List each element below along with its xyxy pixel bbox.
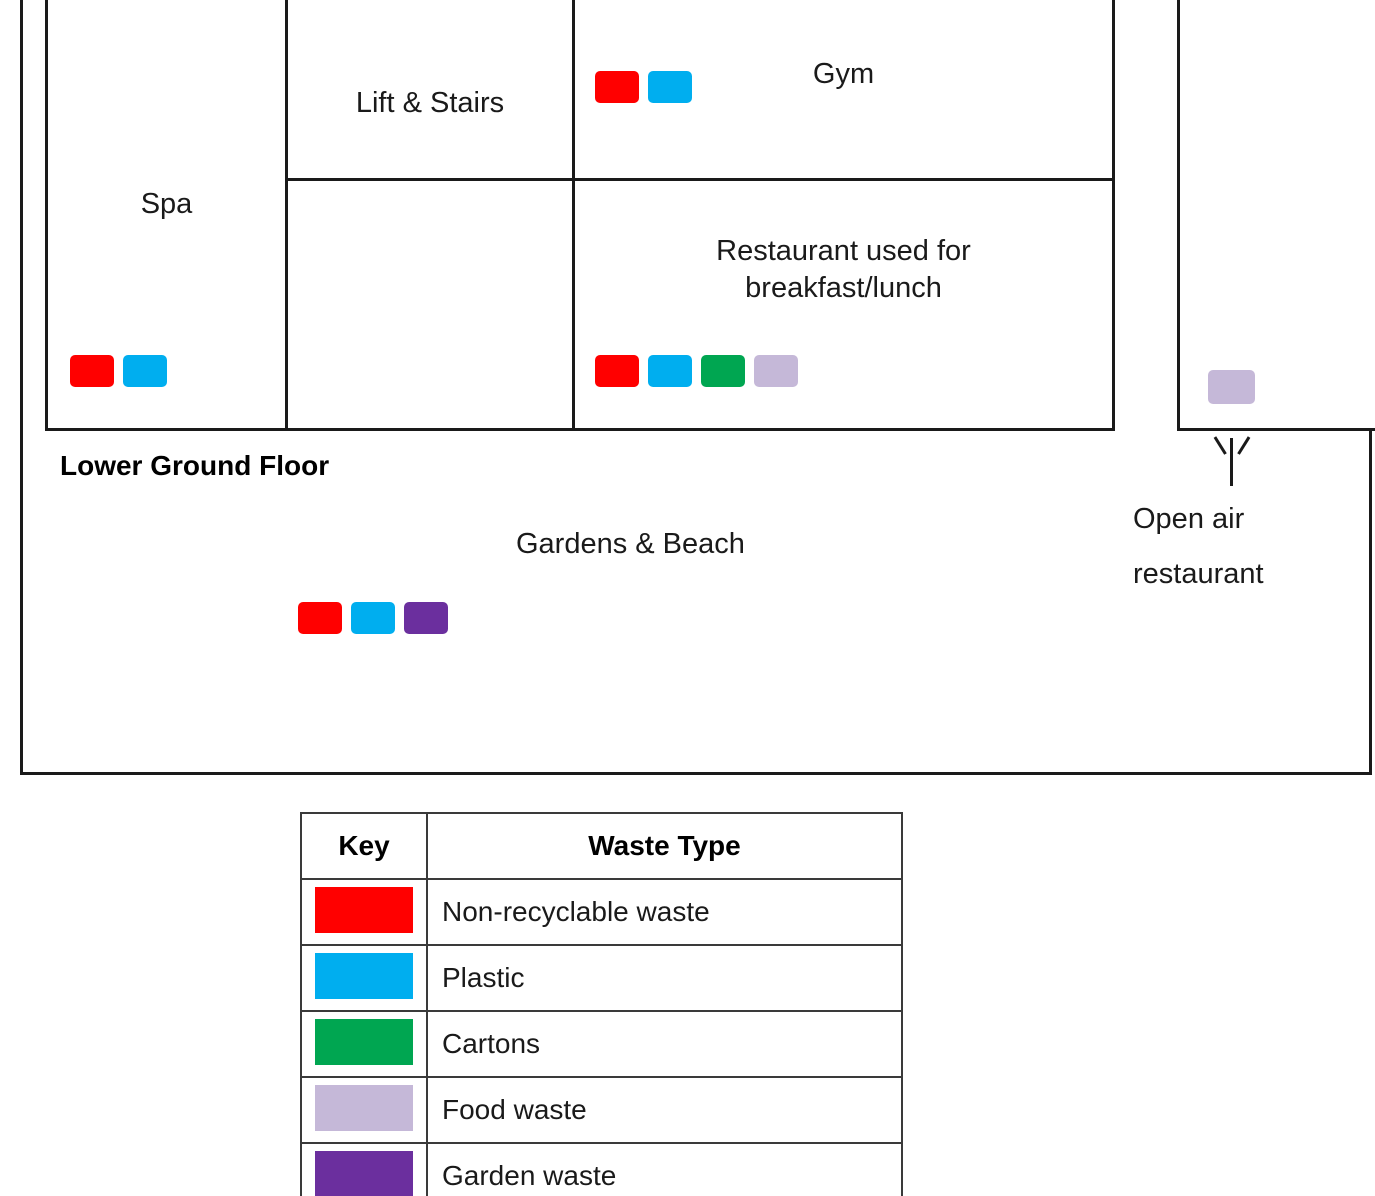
column-header-key: Key	[300, 812, 428, 880]
bin-garden	[404, 602, 448, 634]
indoor-rooms-block: Spa Lift & Stairs Gym Restaurant used fo…	[45, 0, 1115, 431]
floor-title: Lower Ground Floor	[60, 450, 330, 481]
room-unlabelled[interactable]	[288, 181, 575, 428]
room-spa-label: Spa	[140, 188, 193, 220]
room-gym-bins	[595, 71, 692, 103]
gardens-and-beach-bins	[298, 602, 448, 634]
key-swatch-cell	[300, 1142, 428, 1196]
bin-plastic	[351, 602, 395, 634]
room-open-air-restaurant[interactable]	[1177, 0, 1375, 431]
room-spa[interactable]: Spa	[48, 0, 288, 428]
waste-type-cell: Plastic	[426, 944, 903, 1012]
bin-food	[754, 355, 798, 387]
open-air-restaurant-callout-label: Open air restaurant	[1133, 503, 1264, 591]
key-swatch	[315, 1084, 413, 1131]
room-spa-bins	[70, 355, 167, 387]
gardens-and-beach-label: Gardens & Beach	[516, 528, 745, 560]
table-row: Plastic	[300, 944, 903, 1012]
waste-type-cell: Cartons	[426, 1010, 903, 1078]
key-swatch-cell	[300, 878, 428, 946]
waste-type-cell: Non-recyclable waste	[426, 878, 903, 946]
bin-plastic	[648, 355, 692, 387]
table-row: Food waste	[300, 1076, 903, 1144]
table-row: Cartons	[300, 1010, 903, 1078]
bin-food	[1208, 370, 1255, 404]
room-gym-label: Gym	[812, 58, 875, 90]
room-restaurant[interactable]: Restaurant used for breakfast/lunch	[575, 181, 1112, 428]
key-swatch-cell	[300, 944, 428, 1012]
bin-cartons	[701, 355, 745, 387]
bin-plastic	[123, 355, 167, 387]
bin-non-recyclable	[595, 355, 639, 387]
key-swatch	[315, 1018, 413, 1065]
bin-non-recyclable	[70, 355, 114, 387]
waste-type-cell: Food waste	[426, 1076, 903, 1144]
room-lift-and-stairs-label: Lift & Stairs	[355, 87, 505, 119]
room-lift-and-stairs[interactable]: Lift & Stairs	[288, 0, 575, 181]
room-restaurant-bins	[595, 355, 798, 387]
bin-non-recyclable	[298, 602, 342, 634]
room-restaurant-label: Restaurant used for breakfast/lunch	[716, 235, 971, 305]
room-gym[interactable]: Gym	[575, 0, 1112, 181]
key-swatch-cell	[300, 1010, 428, 1078]
callout-arrow-icon	[1213, 432, 1251, 486]
bin-plastic	[648, 71, 692, 103]
key-swatch	[315, 1150, 413, 1196]
waste-type-cell: Garden waste	[426, 1142, 903, 1196]
key-swatch	[315, 886, 413, 933]
key-swatch	[315, 952, 413, 999]
table-header-row: Key Waste Type	[300, 812, 903, 880]
bin-non-recyclable	[595, 71, 639, 103]
table-row: Non-recyclable waste	[300, 878, 903, 946]
column-header-waste-type: Waste Type	[426, 812, 903, 880]
room-open-air-restaurant-bins	[1208, 370, 1255, 404]
key-swatch-cell	[300, 1076, 428, 1144]
table-row: Garden waste	[300, 1142, 903, 1196]
